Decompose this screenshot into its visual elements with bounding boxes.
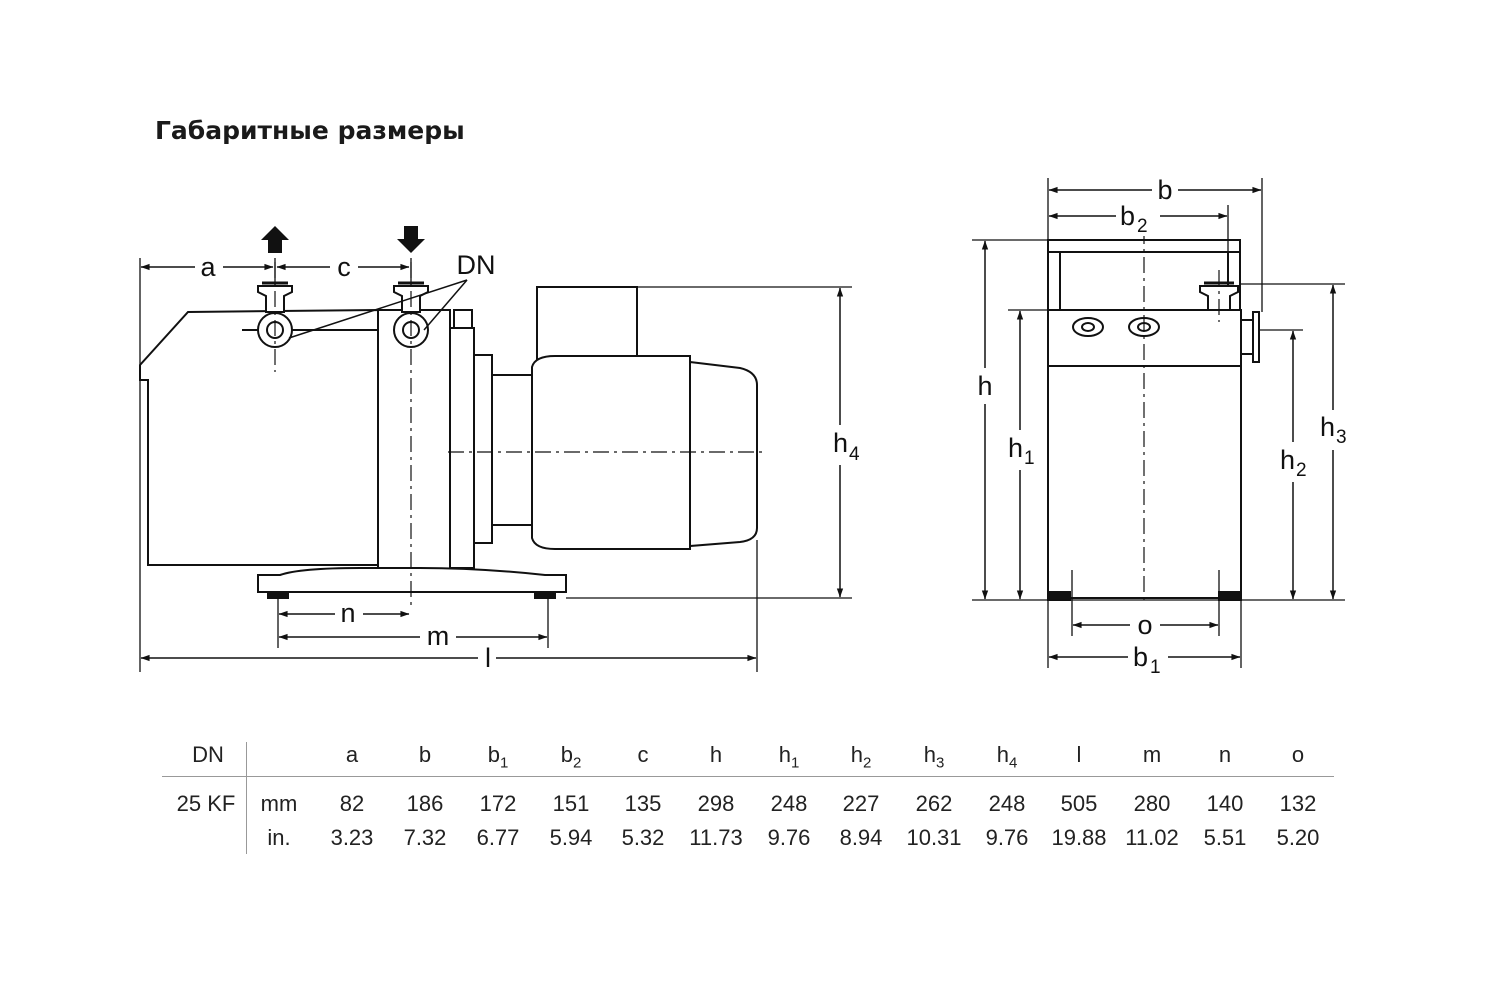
- table-header-cell: a: [345, 742, 359, 767]
- table-header-cell: h3: [923, 742, 945, 772]
- dim-label-o: o: [1137, 610, 1152, 640]
- dim-label-h2: h: [1280, 445, 1295, 475]
- table-cell: 82: [339, 791, 365, 816]
- table-row-unit: in.: [267, 825, 291, 850]
- table-cell: 5.20: [1276, 825, 1320, 850]
- dim-label-h1: h: [1008, 433, 1023, 463]
- table-cell: 7.32: [403, 825, 447, 850]
- table-cell: 132: [1279, 791, 1317, 816]
- inlet-arrow-icon: [397, 226, 425, 253]
- table-header-cell: h2: [850, 742, 872, 772]
- dim-label-h3-sub: 3: [1336, 427, 1347, 448]
- table-header-rule: [162, 776, 1334, 777]
- dim-label-h4: h: [833, 428, 848, 458]
- table-header-cell: b: [418, 742, 432, 767]
- table-cell: 505: [1060, 791, 1098, 816]
- table-header-dn: DN: [192, 742, 224, 767]
- table-cell: 280: [1133, 791, 1171, 816]
- table-header-cell: h4: [996, 742, 1018, 772]
- table-header-cell: b1: [487, 742, 509, 772]
- dim-label-h4-sub: 4: [849, 444, 860, 465]
- table-cell: 248: [770, 791, 808, 816]
- table-header-cell: o: [1291, 742, 1305, 767]
- dim-label-dn: DN: [457, 250, 496, 280]
- dim-label-h1-sub: 1: [1024, 448, 1035, 469]
- table-header-cell: h: [709, 742, 723, 767]
- dim-label-b1: b: [1133, 642, 1148, 672]
- table-cell: 11.73: [689, 825, 743, 850]
- dim-label-b1-sub: 1: [1150, 657, 1161, 678]
- dim-label-n: n: [340, 598, 355, 628]
- table-cell: 248: [988, 791, 1026, 816]
- table-row-unit: mm: [260, 791, 298, 816]
- table-cell: 186: [406, 791, 444, 816]
- table-header-cell: l: [1076, 742, 1082, 767]
- table-cell: 9.76: [767, 825, 811, 850]
- dimension-drawing: a c DN n m l h 4: [139, 175, 1347, 678]
- table-cell: 227: [842, 791, 880, 816]
- table-cell: 5.51: [1203, 825, 1247, 850]
- table-cell: 151: [552, 791, 590, 816]
- table-cell: 11.02: [1125, 825, 1179, 850]
- table-header-cell: n: [1218, 742, 1232, 767]
- table-header-cell: c: [637, 742, 649, 767]
- table-cell: 19.88: [1051, 825, 1107, 850]
- dim-label-h3: h: [1320, 412, 1335, 442]
- table-cell: 262: [915, 791, 953, 816]
- dim-label-a: a: [200, 252, 216, 282]
- table-column-divider: [246, 742, 247, 854]
- dim-label-m: m: [427, 621, 450, 651]
- table-cell: 5.32: [621, 825, 665, 850]
- table-cell: 6.77: [476, 825, 520, 850]
- table-cell: 298: [697, 791, 735, 816]
- table-cell: 5.94: [549, 825, 593, 850]
- table-cell: 172: [479, 791, 517, 816]
- dim-label-l: l: [485, 643, 491, 673]
- table-cell: 10.31: [906, 825, 962, 850]
- table-row-dn: 25 KF: [176, 791, 236, 816]
- outlet-arrow-icon: [261, 226, 289, 253]
- dim-label-c: c: [337, 252, 351, 282]
- dim-label-b2: b: [1120, 201, 1135, 231]
- dim-label-h: h: [977, 371, 992, 401]
- table-header-cell: m: [1142, 742, 1162, 767]
- table-cell: 8.94: [839, 825, 883, 850]
- table-header-cell: b2: [560, 742, 582, 772]
- page-title: Габаритные размеры: [155, 116, 465, 145]
- dim-label-h2-sub: 2: [1296, 460, 1307, 481]
- dim-label-b: b: [1157, 175, 1172, 205]
- table-cell: 135: [624, 791, 662, 816]
- table-cell: 3.23: [330, 825, 374, 850]
- dim-label-b2-sub: 2: [1137, 216, 1148, 237]
- side-view-pump: [139, 281, 758, 599]
- table-cell: 140: [1206, 791, 1244, 816]
- table-cell: 9.76: [985, 825, 1029, 850]
- table-header-cell: h1: [778, 742, 800, 772]
